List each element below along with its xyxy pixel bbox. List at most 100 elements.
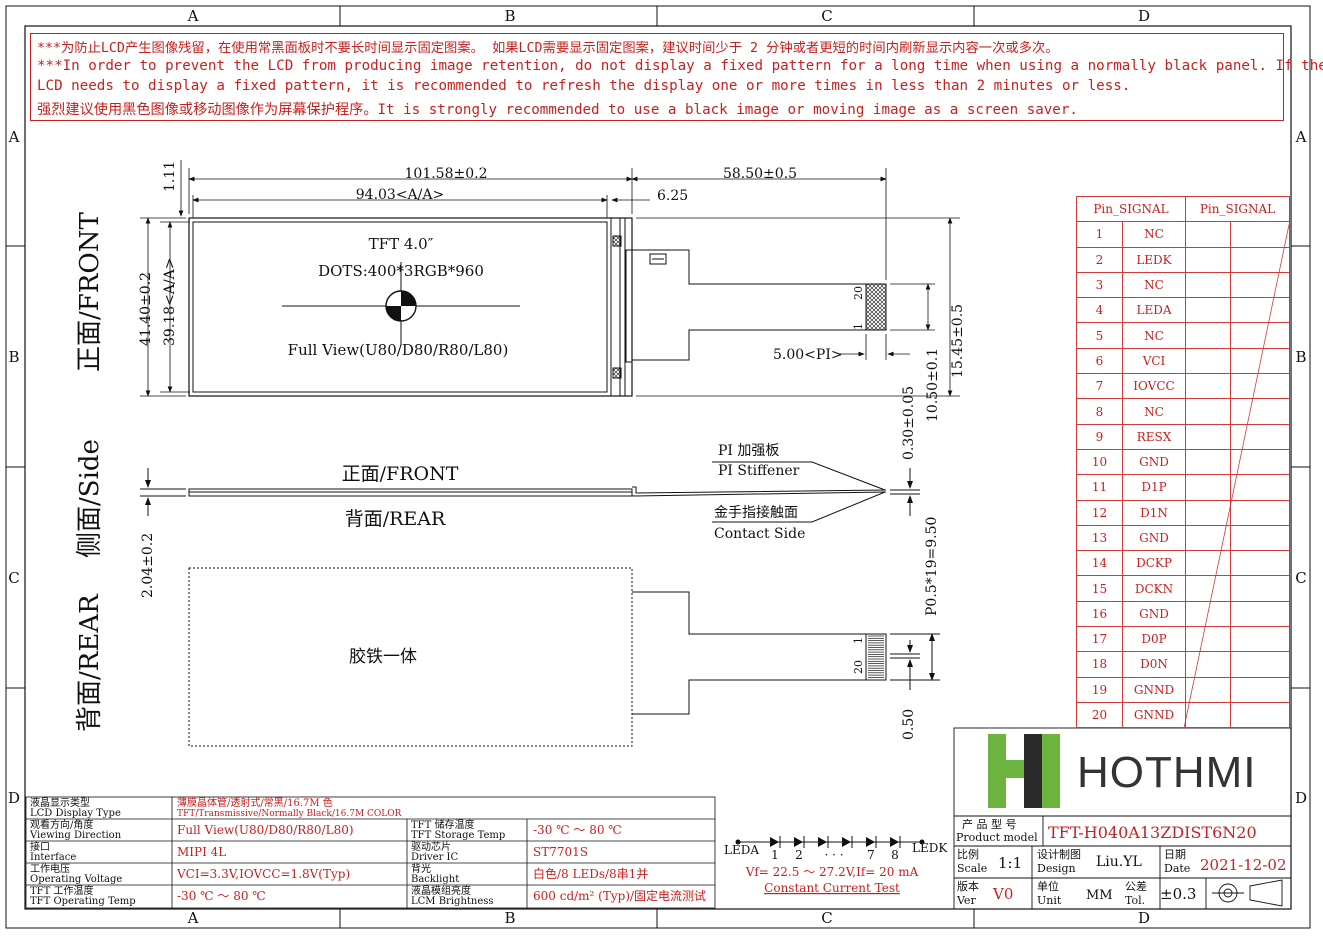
spec-label-en-1: Viewing Direction (29, 830, 122, 841)
contact-side-cn: 金手指接触面 (714, 504, 798, 521)
rear-view-drawing (188, 567, 940, 747)
grid-row-a-left: A (8, 128, 20, 146)
grid-row-a-right: A (1295, 128, 1307, 146)
pin-signal: GNND (1122, 676, 1186, 703)
led-test: Constant Current Test (764, 881, 900, 895)
pin-signal: NC (1122, 398, 1186, 425)
center-target-icon (385, 290, 417, 322)
spec-label-en-2: Interface (30, 852, 76, 863)
dim-pin-pitch: P0.5*19=9.50 (924, 517, 940, 616)
rear-gold-fingers (868, 635, 884, 678)
side-view-title: 侧面/Side (75, 439, 105, 558)
pin-signal: GNND (1122, 701, 1186, 729)
spec-label2-en-1: TFT Storage Temp (411, 830, 505, 841)
spec-label-en-3: Operating Voltage (30, 874, 122, 885)
dim-pi-stiffener: 5.00<PI> (773, 347, 843, 363)
dim-fpc-tip: 10.50±0.1 (925, 348, 941, 422)
pin-number-empty (1185, 499, 1231, 526)
grid-col-c-top: C (821, 7, 832, 25)
date-label-en: Date (1164, 862, 1190, 875)
pin-number: 20 (1076, 701, 1123, 729)
front-pin-last: 20 (852, 286, 865, 300)
spec-values: 薄膜晶体管/透射式/常黑/16.7M 色 TFT/Transmissive/No… (176, 796, 706, 903)
dim-top-margin: 1.11 (162, 161, 178, 192)
dim-pin-width: 0.50 (901, 709, 917, 740)
dim-aa-width: 94.03<A/A> (356, 187, 444, 203)
pin-table-header: Pin_SIGNAL Pin_SIGNAL (1076, 195, 1290, 223)
product-model: TFT-H040A13ZDIST6N20 (1048, 823, 1257, 842)
pin-signal: GND (1122, 600, 1186, 628)
design-label-cn: 设计制图 (1037, 848, 1081, 861)
pin-signal: DCKP (1122, 550, 1186, 577)
led-num-8: 8 (891, 848, 899, 862)
note-line-1: ***为防止LCD产生图像残留，在使用常黑面板时不要长时间显示固定图案。 如果L… (37, 41, 1059, 56)
pin-number: 15 (1076, 575, 1123, 602)
pin-signal: D0N (1122, 651, 1186, 678)
pin-signal: IOVCC (1122, 373, 1186, 400)
spec-label-cn-2: 接口 (30, 840, 50, 853)
pin-number-empty (1185, 651, 1231, 678)
pin-signal: RESX (1122, 423, 1186, 450)
pin-number: 9 (1076, 423, 1123, 450)
pin-signal-empty (1230, 373, 1290, 400)
pin-signal-empty (1230, 600, 1290, 628)
unit-value: MM (1086, 888, 1113, 903)
pin-number-empty (1185, 701, 1231, 729)
spec-value-en-0: TFT/Transmissive/Normally Black/16.7M CO… (177, 809, 402, 819)
led-num-7: 7 (867, 848, 875, 862)
pin-header-right: Pin_SIGNAL (1185, 195, 1290, 223)
spec-table-grid (25, 796, 716, 909)
pin-signal-empty (1230, 221, 1290, 248)
tol-label-cn: 公差 (1125, 879, 1147, 893)
pin-header-left: Pin_SIGNAL (1076, 195, 1186, 223)
pin-signal-empty (1230, 626, 1290, 653)
grid-col-b-top: B (504, 7, 515, 25)
date-value: 2021-12-02 (1200, 856, 1286, 874)
pin-number: 2 (1076, 246, 1123, 273)
drawing-symbol-icon (1212, 879, 1283, 907)
pin-number: 6 (1076, 347, 1123, 375)
pin-number: 4 (1076, 297, 1123, 324)
pin-number: 8 (1076, 398, 1123, 425)
pin-number: 5 (1076, 322, 1123, 349)
spec-label2-en-4: LCM Brightness (411, 896, 494, 907)
grid-row-b-right: B (1295, 348, 1306, 366)
pin-signal-empty (1230, 423, 1290, 450)
ver-value: V0 (992, 885, 1013, 903)
pi-stiffener-en: PI Stiffener (718, 463, 800, 479)
spec-value-cn-0: 薄膜晶体管/透射式/常黑/16.7M 色 (177, 796, 333, 809)
model-label-cn: 产 品 型 号 (962, 817, 1017, 831)
pin-signal-empty (1230, 347, 1290, 375)
pin-signal: NC (1122, 271, 1186, 299)
pin-number: 10 (1076, 448, 1123, 476)
spec-value-2: MIPI 4L (177, 845, 226, 859)
dim-aa-height: 39.18<A/A> (162, 258, 178, 346)
pin-signal-empty (1230, 701, 1290, 729)
spec-value-1: Full View(U80/D80/R80/L80) (177, 823, 354, 837)
pin-number: 1 (1076, 221, 1123, 248)
pin-signal: GND (1122, 448, 1186, 476)
pin-number: 18 (1076, 651, 1123, 678)
scale-value: 1:1 (998, 854, 1022, 872)
spec-labels: 液晶显示类型 LCD Display Type 观看方向/角度 Viewing … (29, 796, 505, 907)
pin-signal: DCKN (1122, 575, 1186, 602)
grid-row-c-left: C (8, 569, 19, 587)
dim-offset: 6.25 (657, 188, 688, 204)
spec-label-cn-0: 液晶显示类型 (30, 796, 90, 809)
led-cathode-label: LEDK (912, 841, 948, 855)
pin-signal-empty (1230, 524, 1290, 552)
pin-signal: NC (1122, 221, 1186, 248)
note-line-2: ***In order to prevent the LCD from prod… (37, 58, 1323, 74)
pin-signal: D1P (1122, 474, 1186, 501)
pin-number-empty (1185, 600, 1231, 628)
spec-label2-cn-3: 背光 (411, 862, 431, 875)
